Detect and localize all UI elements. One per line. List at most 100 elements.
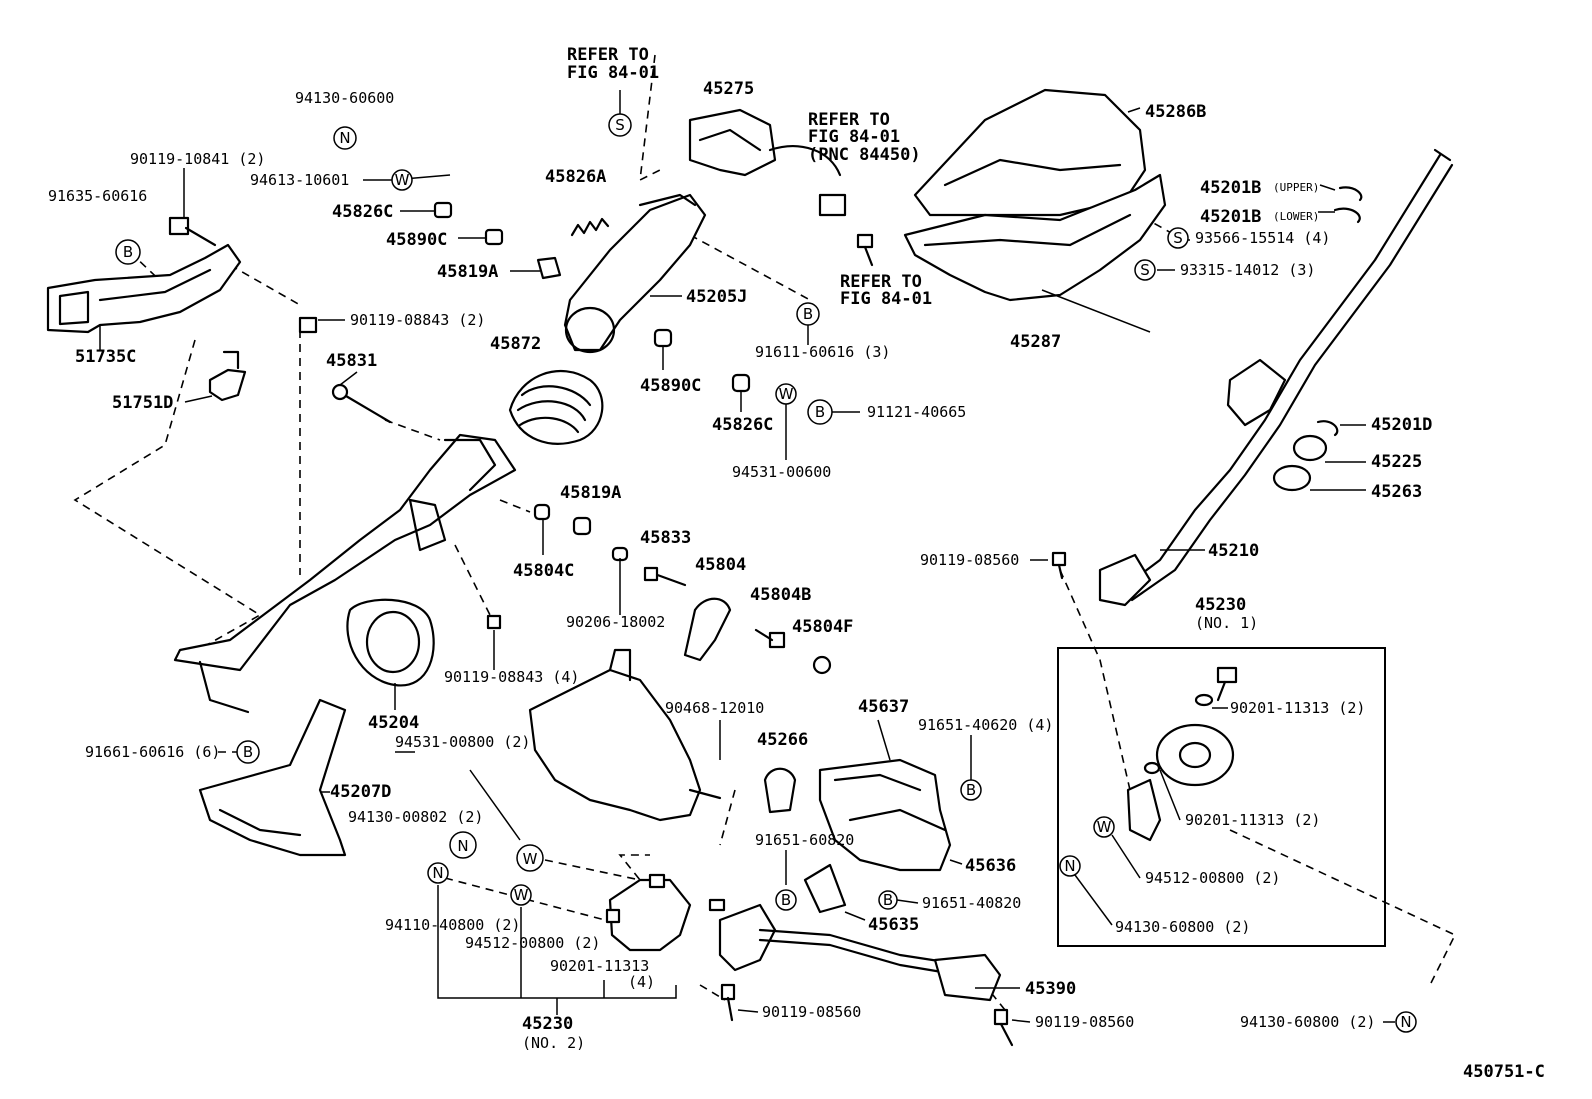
label-45833: 45833 bbox=[640, 528, 691, 548]
label-fig-84-01-2: FIG 84-01 bbox=[808, 127, 900, 147]
label-45390: 45390 bbox=[1025, 979, 1076, 999]
symbol-s-93566-15514: S bbox=[1167, 227, 1189, 249]
symbol-n-94130-60600: N bbox=[333, 126, 357, 150]
label-45872: 45872 bbox=[490, 334, 541, 354]
symbol-w-94531-00800: W bbox=[516, 844, 544, 872]
label-45804b: 45804B bbox=[750, 585, 811, 605]
part-45275-switch bbox=[688, 108, 847, 217]
label-90201-11313-4-qty: (4) bbox=[628, 973, 655, 991]
label-94613-10601: 94613-10601 bbox=[250, 171, 349, 189]
label-90119-08560-a: 90119-08560 bbox=[762, 1003, 861, 1021]
part-45826a-spring bbox=[570, 217, 610, 237]
svg-text:B: B bbox=[815, 403, 825, 421]
label-refer-to-1: REFER TO bbox=[567, 45, 649, 65]
symbol-n-94110-40800: N bbox=[427, 862, 449, 884]
symbol-w-94531-00600: W bbox=[775, 383, 797, 405]
label-45804c: 45804C bbox=[513, 561, 574, 581]
label-90119-08560-b: 90119-08560 bbox=[1035, 1013, 1134, 1031]
label-45230-no2: 45230 bbox=[522, 1014, 573, 1034]
svg-text:W: W bbox=[523, 850, 538, 868]
label-refer-to-2: REFER TO bbox=[808, 110, 890, 130]
part-steering-gear-box bbox=[528, 648, 722, 822]
part-45287-lower-cover bbox=[903, 173, 1167, 302]
part-45230-no2-coupling bbox=[605, 873, 692, 952]
label-94110-40800: 94110-40800 (2) bbox=[385, 916, 520, 934]
label-94531-00800: 94531-00800 (2) bbox=[395, 733, 530, 751]
label-45890c-a: 45890C bbox=[386, 230, 447, 250]
part-45635-bracket bbox=[803, 863, 847, 914]
svg-text:N: N bbox=[457, 837, 468, 855]
label-45637: 45637 bbox=[858, 697, 909, 717]
label-90201-11313-4: 90201-11313 bbox=[550, 957, 649, 975]
label-45201b-lower: 45201B bbox=[1200, 207, 1261, 227]
assembly-dashed-lines bbox=[73, 54, 1457, 1011]
label-90119-08843-2: 90119-08843 (2) bbox=[350, 311, 485, 329]
label-45207d: 45207D bbox=[330, 782, 391, 802]
part-45205j-column-housing bbox=[563, 193, 707, 354]
label-45826c-b: 45826C bbox=[712, 415, 773, 435]
symbol-b-91651-40820: B bbox=[878, 890, 898, 910]
part-45390-intermediate-shaft bbox=[708, 898, 1014, 1047]
part-45207d-cover bbox=[198, 698, 347, 857]
part-45201-rings bbox=[1272, 186, 1363, 492]
label-91651-40820: 91651-40820 bbox=[922, 894, 1021, 912]
label-91651-60820: 91651-60820 bbox=[755, 831, 854, 849]
label-45230-no1-tag: (NO. 1) bbox=[1195, 614, 1258, 632]
svg-text:S: S bbox=[615, 116, 625, 134]
label-45230-no1: 45230 bbox=[1195, 595, 1246, 615]
label-lower-tag: (LOWER) bbox=[1273, 210, 1319, 223]
label-91121-40665: 91121-40665 bbox=[867, 403, 966, 421]
label-45266: 45266 bbox=[757, 730, 808, 750]
part-45266-cap bbox=[763, 767, 797, 814]
part-45636-power-cylinder bbox=[818, 758, 952, 872]
label-45826a: 45826A bbox=[545, 167, 606, 187]
svg-text:B: B bbox=[781, 891, 791, 909]
label-45819a-a: 45819A bbox=[437, 262, 498, 282]
part-45831-bolt bbox=[331, 383, 392, 424]
label-pnc-84450: (PNC 84450) bbox=[808, 145, 921, 165]
symbol-n-94130-00802: N bbox=[449, 831, 477, 859]
label-45819a-b: 45819A bbox=[560, 483, 621, 503]
svg-text:W: W bbox=[1097, 818, 1112, 836]
svg-text:B: B bbox=[966, 781, 976, 799]
part-45210-column-shaft bbox=[1098, 148, 1454, 607]
label-fig-84-01-3: FIG 84-01 bbox=[840, 289, 932, 309]
label-45635: 45635 bbox=[868, 915, 919, 935]
label-45826c-a: 45826C bbox=[332, 202, 393, 222]
figure-id: 450751-C bbox=[1463, 1062, 1545, 1082]
label-45201d: 45201D bbox=[1371, 415, 1432, 435]
svg-text:W: W bbox=[514, 886, 529, 904]
label-91635-60616: 91635-60616 bbox=[48, 187, 147, 205]
label-90201-11313-a: 90201-11313 (2) bbox=[1230, 699, 1365, 717]
part-bolt-90119-08560 bbox=[486, 551, 1067, 630]
svg-text:W: W bbox=[779, 385, 794, 403]
label-upper-tag: (UPPER) bbox=[1273, 181, 1319, 194]
label-93315-14012: 93315-14012 (3) bbox=[1180, 261, 1315, 279]
part-45872-boot bbox=[508, 370, 604, 445]
label-94130-60600: 94130-60600 bbox=[295, 89, 394, 107]
label-90468-12010: 90468-12010 bbox=[665, 699, 764, 717]
part-51735c-bracket bbox=[46, 243, 242, 334]
symbol-b-91651-60820: B bbox=[775, 889, 797, 911]
symbol-b-91661-60616: B bbox=[236, 740, 260, 764]
label-45636: 45636 bbox=[965, 856, 1016, 876]
label-51735c: 51735C bbox=[75, 347, 136, 367]
symbol-n-94130-60800-b: N bbox=[1395, 1011, 1417, 1033]
svg-text:W: W bbox=[395, 171, 410, 189]
label-45205j: 45205J bbox=[686, 287, 747, 307]
label-94531-00600: 94531-00600 bbox=[732, 463, 831, 481]
label-45287: 45287 bbox=[1010, 332, 1061, 352]
label-90119-08560-c: 90119-08560 bbox=[920, 551, 1019, 569]
label-94512-00800-b: 94512-00800 (2) bbox=[1145, 869, 1280, 887]
label-45201b-upper: 45201B bbox=[1200, 178, 1261, 198]
label-94130-60800-b: 94130-60800 (2) bbox=[1240, 1013, 1375, 1031]
label-45890c-b: 45890C bbox=[640, 376, 701, 396]
symbol-b-91121-40665: B bbox=[807, 399, 833, 425]
label-45210: 45210 bbox=[1208, 541, 1259, 561]
symbol-circles: N W B S B B W B N W N W B B B S S W N N bbox=[115, 113, 1417, 1033]
svg-text:B: B bbox=[243, 743, 253, 761]
symbol-b-91651-40620: B bbox=[960, 779, 982, 801]
symbol-b-91611-60616: B bbox=[796, 302, 820, 326]
label-45804f: 45804F bbox=[792, 617, 853, 637]
